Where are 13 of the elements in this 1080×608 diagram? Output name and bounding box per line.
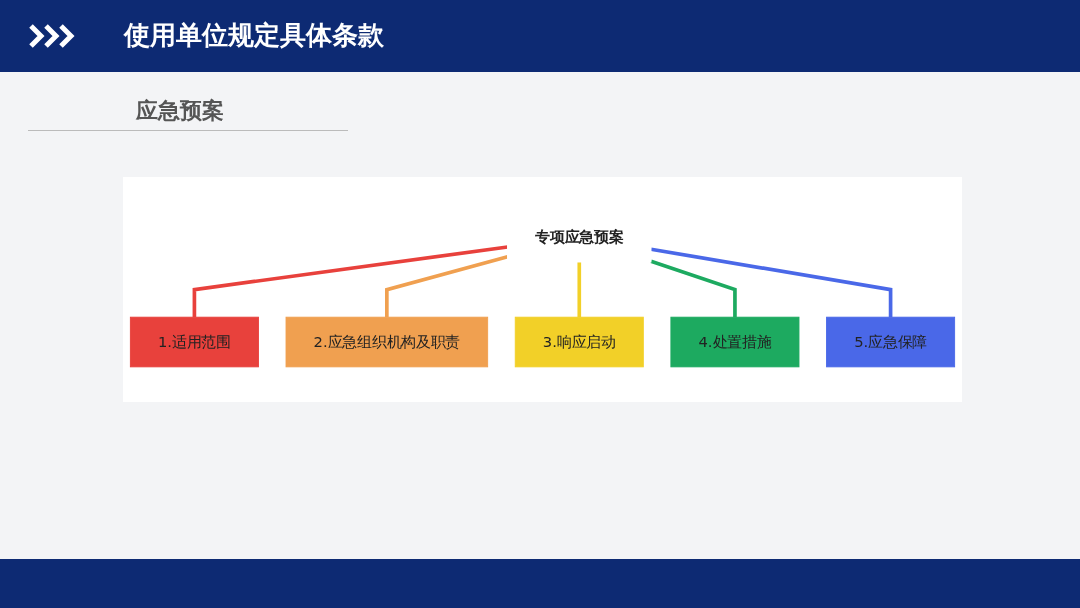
- connector: [192, 245, 508, 318]
- connector: [650, 259, 737, 318]
- connector: [385, 254, 509, 318]
- connector: [650, 247, 893, 318]
- node-text: 专项应急预案: [535, 227, 624, 246]
- connector: [577, 261, 582, 318]
- slide-title: 使用单位规定具体条款: [124, 19, 384, 52]
- node-box: 2.应急组织机构及职责: [285, 316, 489, 368]
- section-heading: 应急预案: [136, 97, 224, 125]
- node-box: 1.适用范围: [129, 316, 259, 368]
- node-box: 3.响应启动: [514, 316, 644, 368]
- node-box: 5.应急保障: [826, 316, 956, 368]
- node-box: 4.处置措施: [670, 316, 800, 368]
